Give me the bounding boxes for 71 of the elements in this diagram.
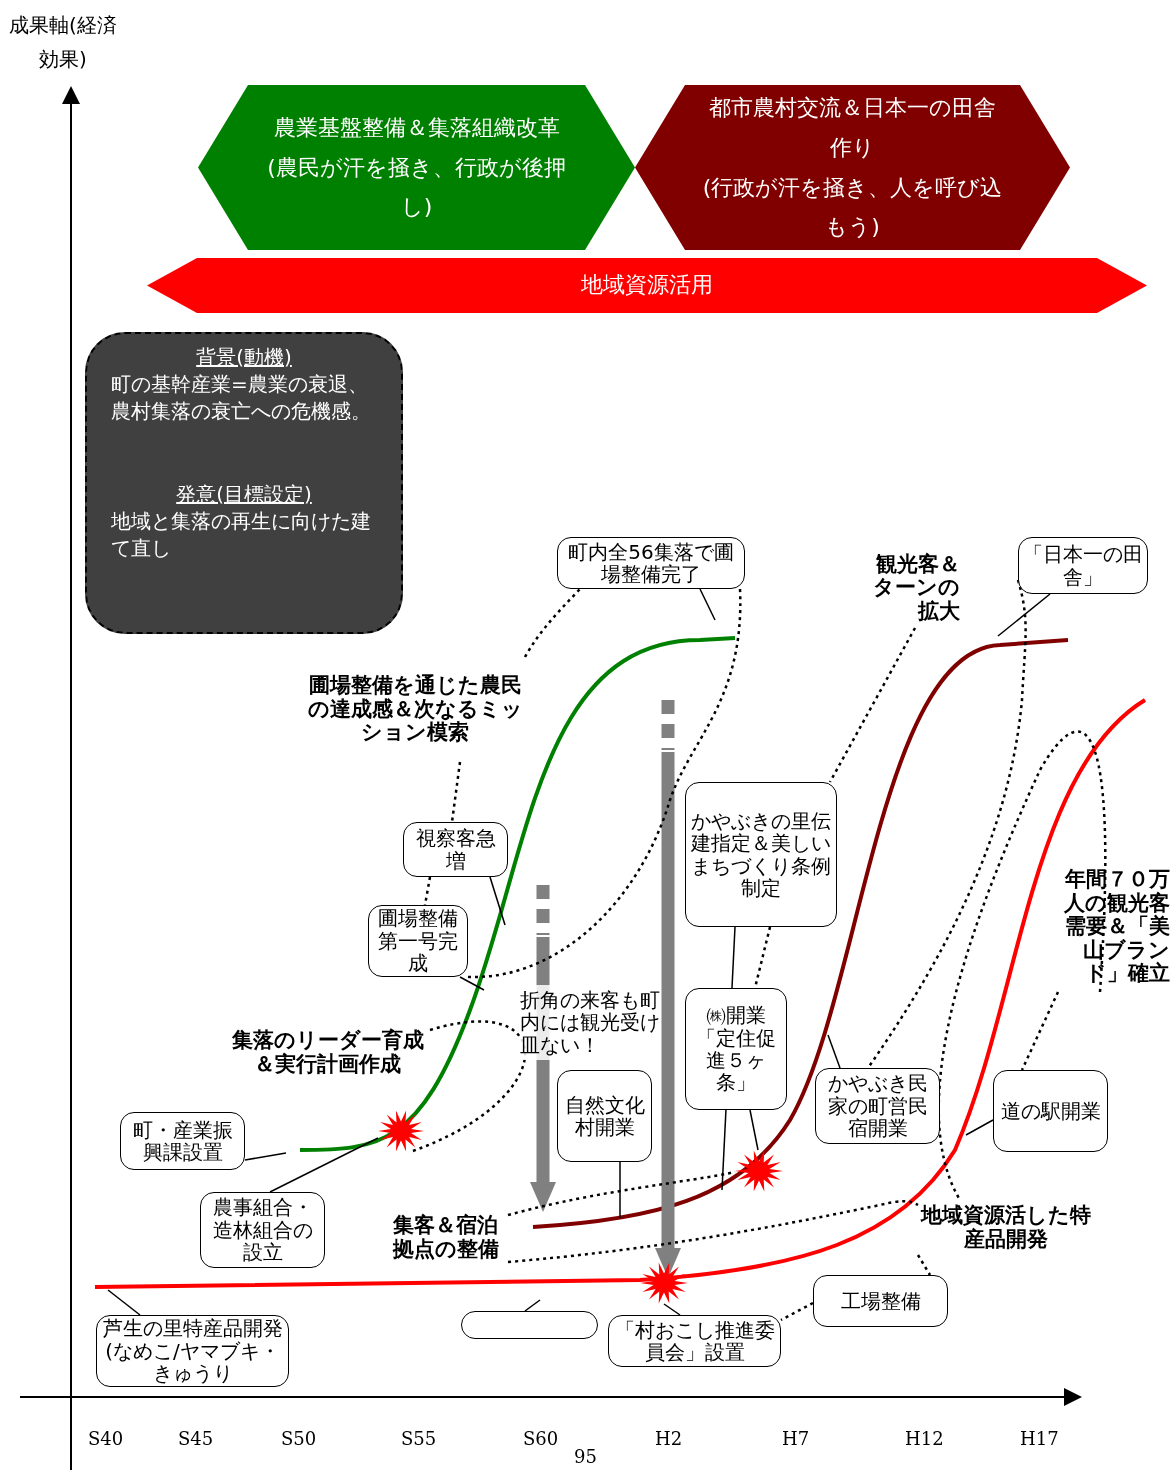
- leader-line: [619, 1161, 621, 1219]
- callout-bubble: [461, 1311, 598, 1339]
- callout-bubble: 町内全56集落で圃場整備完了: [557, 537, 745, 589]
- callout-bubble: かやぶきの里伝建指定＆美しいまちづくり条例制定: [685, 782, 837, 927]
- milestone-text: 地域資源活した特産品開発: [918, 1200, 1093, 1255]
- note-text: 折角の来客も町内には観光受け皿ない！: [520, 985, 660, 1060]
- callout-bubble: ㈱開業「定住促進５ヶ条」: [685, 988, 787, 1110]
- dotted-connector: [866, 579, 1027, 1069]
- tick-label: H7: [782, 1428, 810, 1449]
- callout-bubble: かやぶき民家の町営民宿開業: [815, 1068, 940, 1144]
- theme-arrow-band: [147, 258, 1147, 313]
- dotted-connector: [467, 589, 742, 979]
- leader-line: [997, 593, 1051, 637]
- tick-label: H2: [655, 1428, 683, 1449]
- tick-label: S60: [523, 1428, 559, 1449]
- leader-line: [107, 1289, 141, 1316]
- dotted-connector: [937, 730, 1107, 1201]
- burst-mark: [378, 1110, 424, 1152]
- callout-bubble: 「日本一の田舎」: [1018, 537, 1148, 594]
- callout-bubble: 「村おこし推進委員会」設置: [608, 1315, 781, 1367]
- leader-line: [663, 1303, 681, 1316]
- axis-title: 成果軸(経済効果): [8, 12, 118, 73]
- dotted-connector: [450, 761, 462, 823]
- phase-subtitle: (行政が汗を掻き、人を呼び込もう): [702, 173, 1003, 242]
- tick-label: S50: [281, 1428, 317, 1449]
- dotted-connector: [523, 588, 581, 658]
- milestone-text: 圃場整備を通じた農民の達成感＆次なるミッション模索: [300, 657, 530, 762]
- tick-label: S45: [178, 1428, 214, 1449]
- theme-label: 地域資源活用: [581, 273, 713, 298]
- dotted-connector: [507, 1200, 919, 1264]
- section-body: 地域と集落の再生に向けた建て直し: [111, 508, 372, 562]
- section-body: 町の基幹産業=農業の衰退、農村集落の衰亡への危機感。: [111, 371, 372, 425]
- burst-mark: [735, 1150, 783, 1192]
- callout-bubble: 町・産業振興課設置: [120, 1112, 245, 1170]
- phase-title: 農業基盤整備＆集落組織改革: [273, 114, 560, 143]
- tick-label: H12: [905, 1428, 944, 1449]
- phase-title: 都市農村交流＆日本一の田舎作り: [708, 94, 997, 162]
- tick-label: H17: [1020, 1428, 1059, 1449]
- leader-line: [699, 588, 716, 621]
- milestone-text: 観光客＆ターンの拡大: [855, 548, 960, 628]
- phase-subtitle: (農民が汗を掻き、行政が後押し): [266, 153, 567, 222]
- dotted-connector: [780, 1301, 814, 1322]
- dotted-connector: [1020, 991, 1060, 1071]
- dotted-connector: [916, 1254, 932, 1276]
- milestone-text: 集客＆宿泊拠点の整備: [383, 1210, 508, 1265]
- leader-line: [827, 1034, 841, 1069]
- section-heading: 発意(目標設定): [175, 481, 313, 508]
- phase-hexagon: [198, 85, 635, 250]
- tick-label: S40: [88, 1428, 124, 1449]
- background-panel: [85, 332, 403, 634]
- burst-mark: [640, 1262, 688, 1304]
- callout-bubble: 視察客急増: [403, 822, 508, 877]
- tick-label: S55: [401, 1428, 437, 1449]
- phase-hexagon: [635, 85, 1070, 250]
- callout-bubble: 工場整備: [813, 1275, 948, 1327]
- leader-line: [269, 1137, 379, 1193]
- leader-line: [459, 976, 485, 991]
- page-number: 95: [574, 1446, 597, 1467]
- leader-line: [965, 1119, 994, 1136]
- callout-bubble: 道の駅開業: [993, 1070, 1108, 1152]
- section-heading: 背景(動機): [195, 344, 293, 371]
- leader-line: [749, 1109, 759, 1151]
- milestone-text: 集落のリーダー育成＆実行計画作成: [225, 1025, 430, 1080]
- callout-bubble: 圃場整備第一号完成: [368, 905, 468, 977]
- leader-line: [244, 1152, 287, 1161]
- callout-bubble: 芦生の里特産品開発(なめこ/ヤマブキ・きゅうり: [96, 1315, 289, 1387]
- dotted-connector: [828, 627, 917, 783]
- callout-bubble: 自然文化村開業: [557, 1070, 652, 1162]
- leader-line: [489, 876, 506, 926]
- callout-bubble: 農事組合・造林組合の設立: [200, 1192, 325, 1268]
- leader-line: [524, 1299, 541, 1312]
